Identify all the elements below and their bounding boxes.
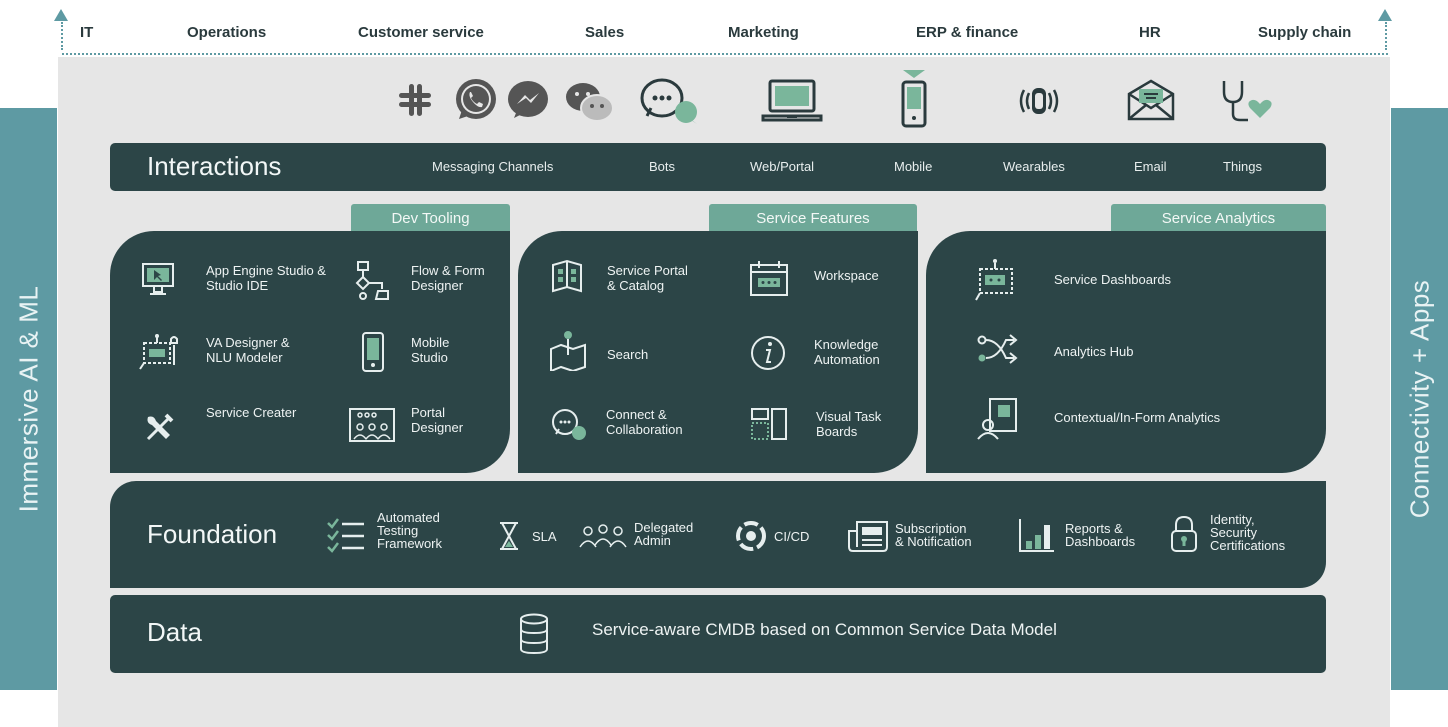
bar-chart-icon	[1019, 519, 1054, 552]
cicd-cycle-icon	[736, 521, 766, 551]
tab-service-features: Service Features	[709, 204, 917, 234]
newspaper-icon	[848, 521, 888, 552]
foundation-title: Foundation	[147, 519, 278, 549]
dept-sales: Sales	[585, 24, 625, 41]
foundation-ci-cd: CI/CD	[774, 529, 810, 544]
shuffle-icon	[977, 334, 1018, 364]
feature-analytics-hub: Analytics Hub	[1054, 344, 1134, 359]
interaction-wearables: Wearables	[1003, 159, 1065, 174]
foundation-bar: Foundation Automated Testing Framework S…	[110, 481, 1326, 588]
feature-service-creater: Service Creater	[206, 405, 297, 420]
feature-workspace: Workspace	[814, 268, 879, 283]
messenger-icon	[508, 81, 548, 118]
foundation-automated-testing: Automated Testing Framework	[377, 510, 443, 551]
foundation-reports-dashboards: Reports & Dashboards	[1065, 521, 1136, 549]
feature-service-dashboards: Service Dashboards	[1054, 272, 1172, 287]
calendar-icon	[750, 261, 788, 296]
feature-va-designer: VA Designer & NLU Modeler	[206, 335, 290, 365]
dotted-line-right	[1385, 22, 1387, 50]
dept-erp-finance: ERP & finance	[916, 24, 1019, 41]
feature-flow-form-designer: Flow & Form Designer	[411, 263, 485, 293]
feature-app-engine-studio: App Engine Studio & Studio IDE	[206, 263, 326, 293]
dept-operations: Operations	[187, 24, 267, 41]
whatsapp-icon	[456, 79, 496, 119]
lock-icon	[1171, 515, 1197, 552]
stethoscope-icon	[1222, 81, 1272, 122]
interaction-email: Email	[1134, 159, 1167, 174]
service-features-panel: Service Portal & Catalog Workspace Searc…	[518, 231, 918, 473]
feature-connect-collaboration: Connect & Collaboration	[606, 407, 683, 437]
feature-portal-designer: Portal Designer	[411, 405, 464, 435]
service-analytics-panel: Service Dashboards Analytics Hub Context…	[926, 231, 1326, 473]
department-bar: IT Operations Customer service Sales Mar…	[54, 0, 1394, 56]
data-description: Service-aware CMDB based on Common Servi…	[592, 620, 1057, 639]
robot-wrench-icon	[139, 334, 178, 370]
feature-knowledge-automation: Knowledge Automation	[814, 337, 880, 367]
interaction-messaging-channels: Messaging Channels	[432, 159, 554, 174]
data-bar: Data Service-aware CMDB based on Common …	[110, 595, 1326, 673]
email-icon	[1127, 79, 1175, 121]
bot-screen-icon	[975, 259, 1013, 301]
dotted-line-left	[61, 22, 63, 50]
dept-hr: HR	[1139, 24, 1161, 41]
monitor-cursor-icon	[142, 263, 174, 295]
feature-contextual-analytics: Contextual/In-Form Analytics	[1054, 410, 1221, 425]
interactions-title: Interactions	[147, 151, 282, 181]
flowchart-icon	[355, 261, 389, 300]
interaction-things: Things	[1223, 159, 1263, 174]
dept-supply-chain: Supply chain	[1258, 24, 1352, 41]
data-title: Data	[147, 617, 202, 647]
dev-tooling-panel: App Engine Studio & Studio IDE Flow & Fo…	[110, 231, 510, 473]
info-icon	[751, 336, 785, 370]
dept-it: IT	[80, 24, 94, 41]
feature-visual-task-boards: Visual Task Boards	[816, 409, 882, 439]
chat-bubble-icon	[640, 78, 697, 124]
map-pin-icon	[550, 331, 586, 371]
dept-customer-service: Customer service	[358, 24, 484, 41]
people-board-icon	[349, 408, 395, 442]
up-arrow-left-icon	[54, 9, 68, 21]
catalog-book-icon	[552, 259, 582, 293]
side-label-right: Connectivity + Apps	[1404, 279, 1434, 519]
department-divider	[62, 53, 1388, 55]
interaction-web-portal: Web/Portal	[750, 159, 815, 174]
side-label-left: Immersive AI & ML	[13, 285, 43, 513]
laptop-icon	[761, 79, 823, 122]
foundation-subscription-notification: Subscription & Notification	[895, 521, 972, 549]
foundation-identity-security: Identity, Security Certifications	[1210, 512, 1286, 553]
tools-icon	[146, 413, 174, 441]
up-arrow-right-icon	[1378, 9, 1392, 21]
dept-marketing: Marketing	[728, 24, 799, 41]
database-icon	[520, 613, 548, 655]
feature-search: Search	[607, 347, 649, 362]
slack-icon	[399, 84, 431, 116]
feature-service-portal-catalog: Service Portal & Catalog	[607, 263, 688, 293]
foundation-sla: SLA	[532, 529, 557, 544]
side-bar-connectivity: Connectivity + Apps	[1391, 108, 1448, 690]
person-building-icon	[977, 398, 1017, 440]
interaction-bots: Bots	[649, 159, 676, 174]
wechat-icon	[566, 83, 614, 122]
foundation-delegated-admin: Delegated Admin	[634, 520, 694, 548]
tab-service-analytics: Service Analytics	[1111, 204, 1326, 234]
checklist-icon	[327, 518, 364, 553]
wearable-icon	[1019, 88, 1059, 114]
interactions-bar: Interactions Messaging Channels Bots Web…	[110, 143, 1326, 191]
group-icon	[579, 524, 627, 548]
chat-icon	[552, 409, 586, 440]
mobile-phone-icon	[901, 70, 927, 128]
side-bar-ai-ml: Immersive AI & ML	[0, 108, 57, 690]
task-board-icon	[751, 408, 787, 440]
feature-mobile-studio: Mobile Studio	[411, 335, 450, 365]
mobile-icon	[362, 332, 384, 372]
interaction-mobile: Mobile	[894, 159, 933, 174]
tab-dev-tooling: Dev Tooling	[351, 204, 510, 234]
hourglass-icon	[500, 522, 518, 550]
